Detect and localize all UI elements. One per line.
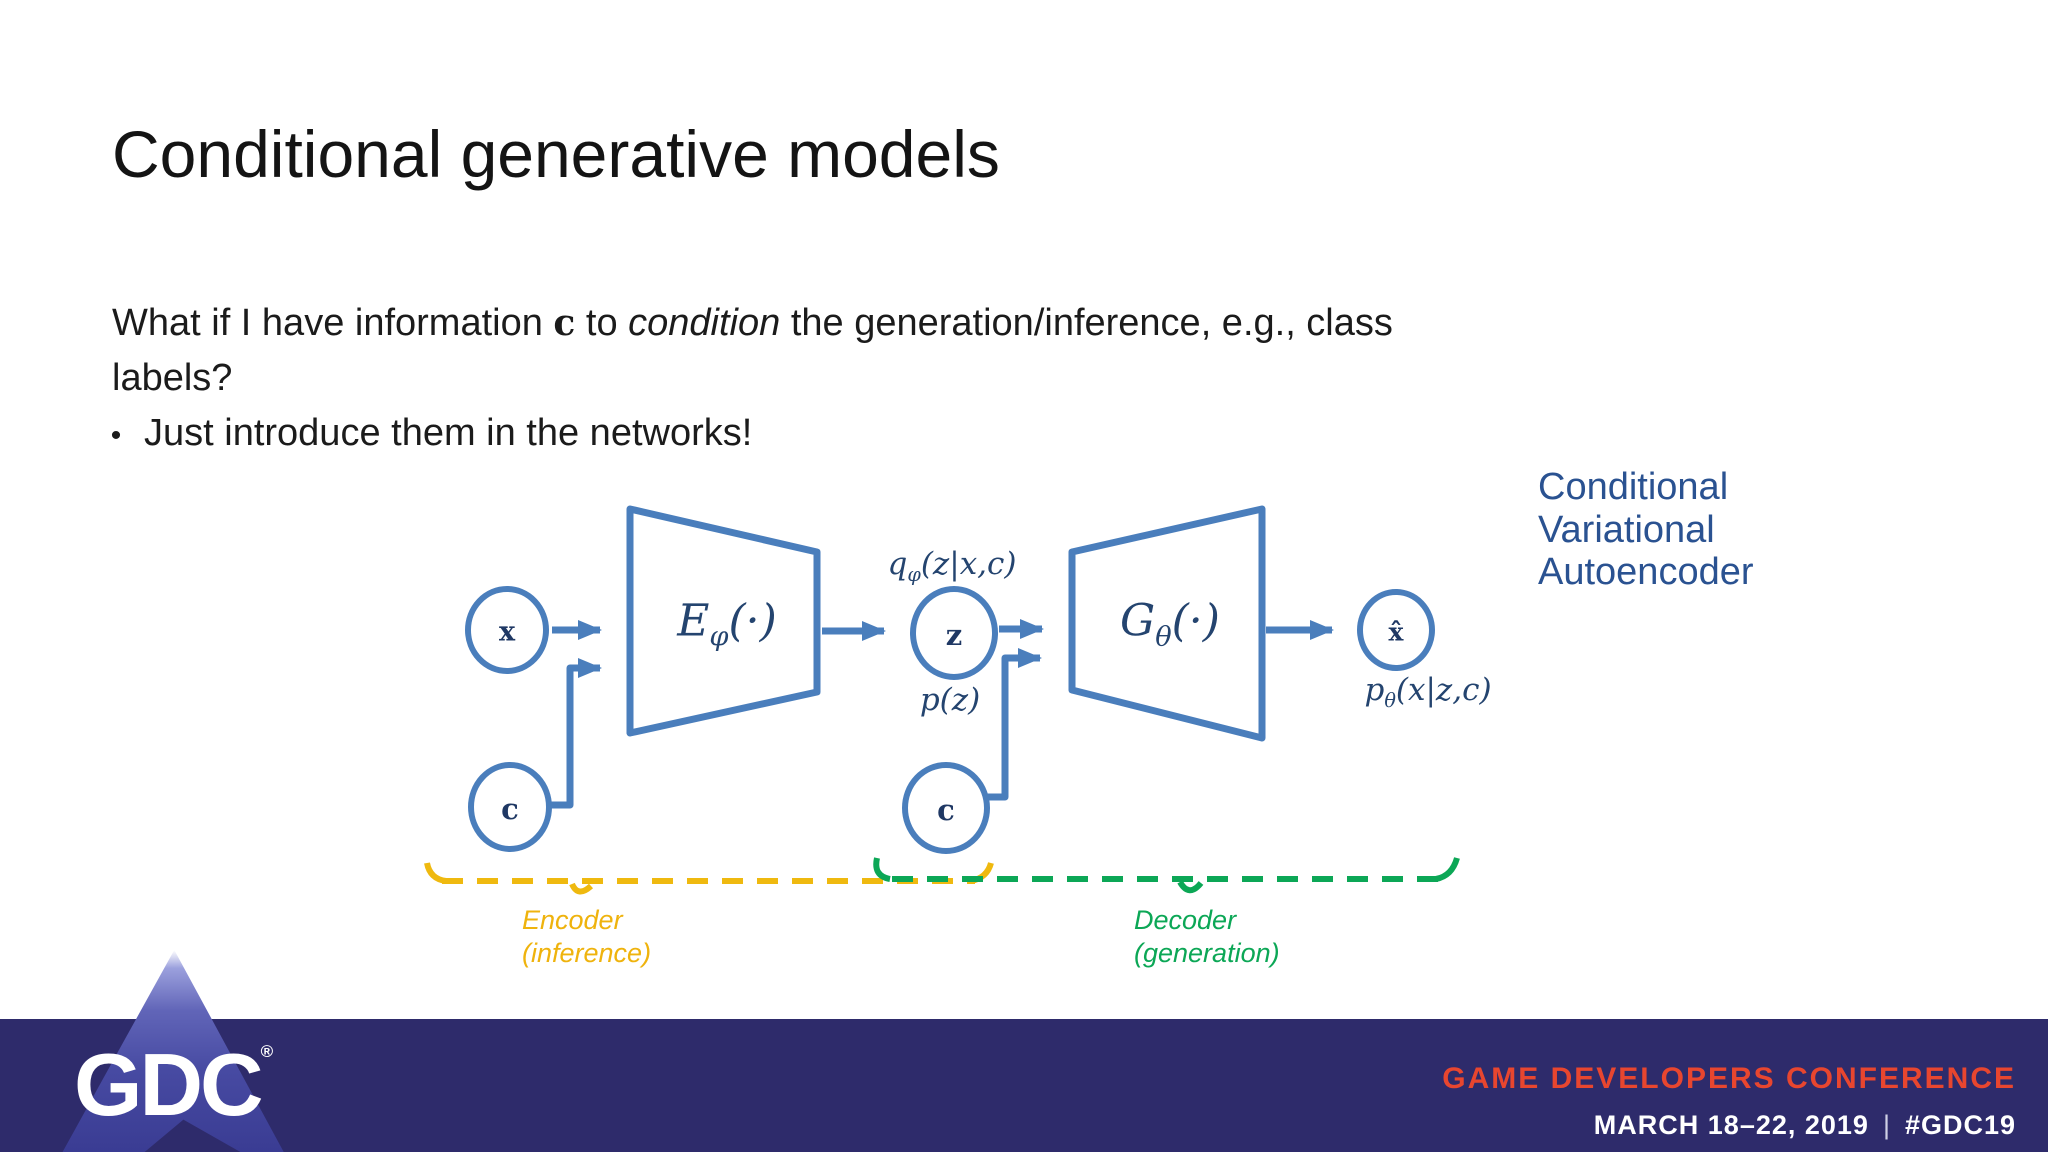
encoder-brace-start-hook <box>424 862 447 884</box>
encoder-brace-label: Encoder (inference) <box>522 905 652 968</box>
registered-mark: ® <box>260 1042 274 1061</box>
body-text: What if I have information c to conditio… <box>112 296 1612 406</box>
node-c-dec-label: c <box>937 793 955 827</box>
cvae-note-line: Conditional <box>1538 466 1729 508</box>
emphasis-condition: condition <box>628 302 781 344</box>
body-part: What if I have information <box>112 302 554 344</box>
conference-name: GAME DEVELOPERS CONFERENCE <box>1442 1062 2016 1095</box>
bullet-item: • Just introduce them in the networks! <box>88 412 753 455</box>
math-c-symbol: c <box>553 302 576 344</box>
decoder-brace-start-hook <box>873 857 891 882</box>
node-c-enc-label: c <box>501 792 519 826</box>
dates-separator: | <box>1882 1110 1891 1140</box>
node-z-label: z <box>945 618 963 652</box>
cvae-note-line: Autoencoder <box>1538 551 1754 594</box>
node-x-label: x <box>498 616 516 648</box>
conference-dates: MARCH 18–22, 2019 | #GDC19 <box>1594 1110 2016 1141</box>
decoder-brace-end-hook <box>1435 857 1460 882</box>
cvae-note-line: Variational <box>1538 508 1715 551</box>
decoder-brace-mid-tick <box>1177 880 1204 894</box>
page-title: Conditional generative models <box>112 117 1000 192</box>
decoder-trapezoid <box>1068 505 1266 742</box>
arrow-c-to-encoder <box>548 658 602 809</box>
node-c-dec-circle <box>902 762 990 854</box>
bullet-glyph: • <box>110 419 122 452</box>
decoder-fn-label: Gθ(·) <box>1120 595 1220 653</box>
dates-text: MARCH 18–22, 2019 <box>1593 1110 1869 1140</box>
node-xhat-circle <box>1357 589 1435 671</box>
decoder-brace-label: Decoder (generation) <box>1134 905 1280 968</box>
footer-banner <box>0 1019 2048 1152</box>
body-part: the generation/inference, e.g., class <box>780 302 1393 344</box>
bullet-text: Just introduce them in the networks! <box>144 412 753 454</box>
posterior-label: qφ(z|x,c) <box>887 545 1017 587</box>
prior-label: p(z) <box>919 682 981 718</box>
encoder-brace-mid-tick <box>569 882 594 895</box>
node-xhat-label: x̂ <box>1388 617 1404 647</box>
node-x-circle <box>465 586 549 674</box>
node-z-circle <box>910 586 998 680</box>
hashtag: #GDC19 <box>1904 1110 2016 1140</box>
likelihood-label: pθ(x|z,c) <box>1364 671 1492 713</box>
body-part: to <box>575 302 629 344</box>
encoder-trapezoid <box>626 505 821 737</box>
body-part: labels? <box>112 357 233 400</box>
arrow-c-to-decoder <box>985 648 1042 801</box>
gdc-logo-text: GDC® <box>74 1035 274 1134</box>
cvae-note: Conditional Variational Autoencoder <box>1538 466 1754 594</box>
encoder-fn-label: Eφ(·) <box>677 595 777 653</box>
